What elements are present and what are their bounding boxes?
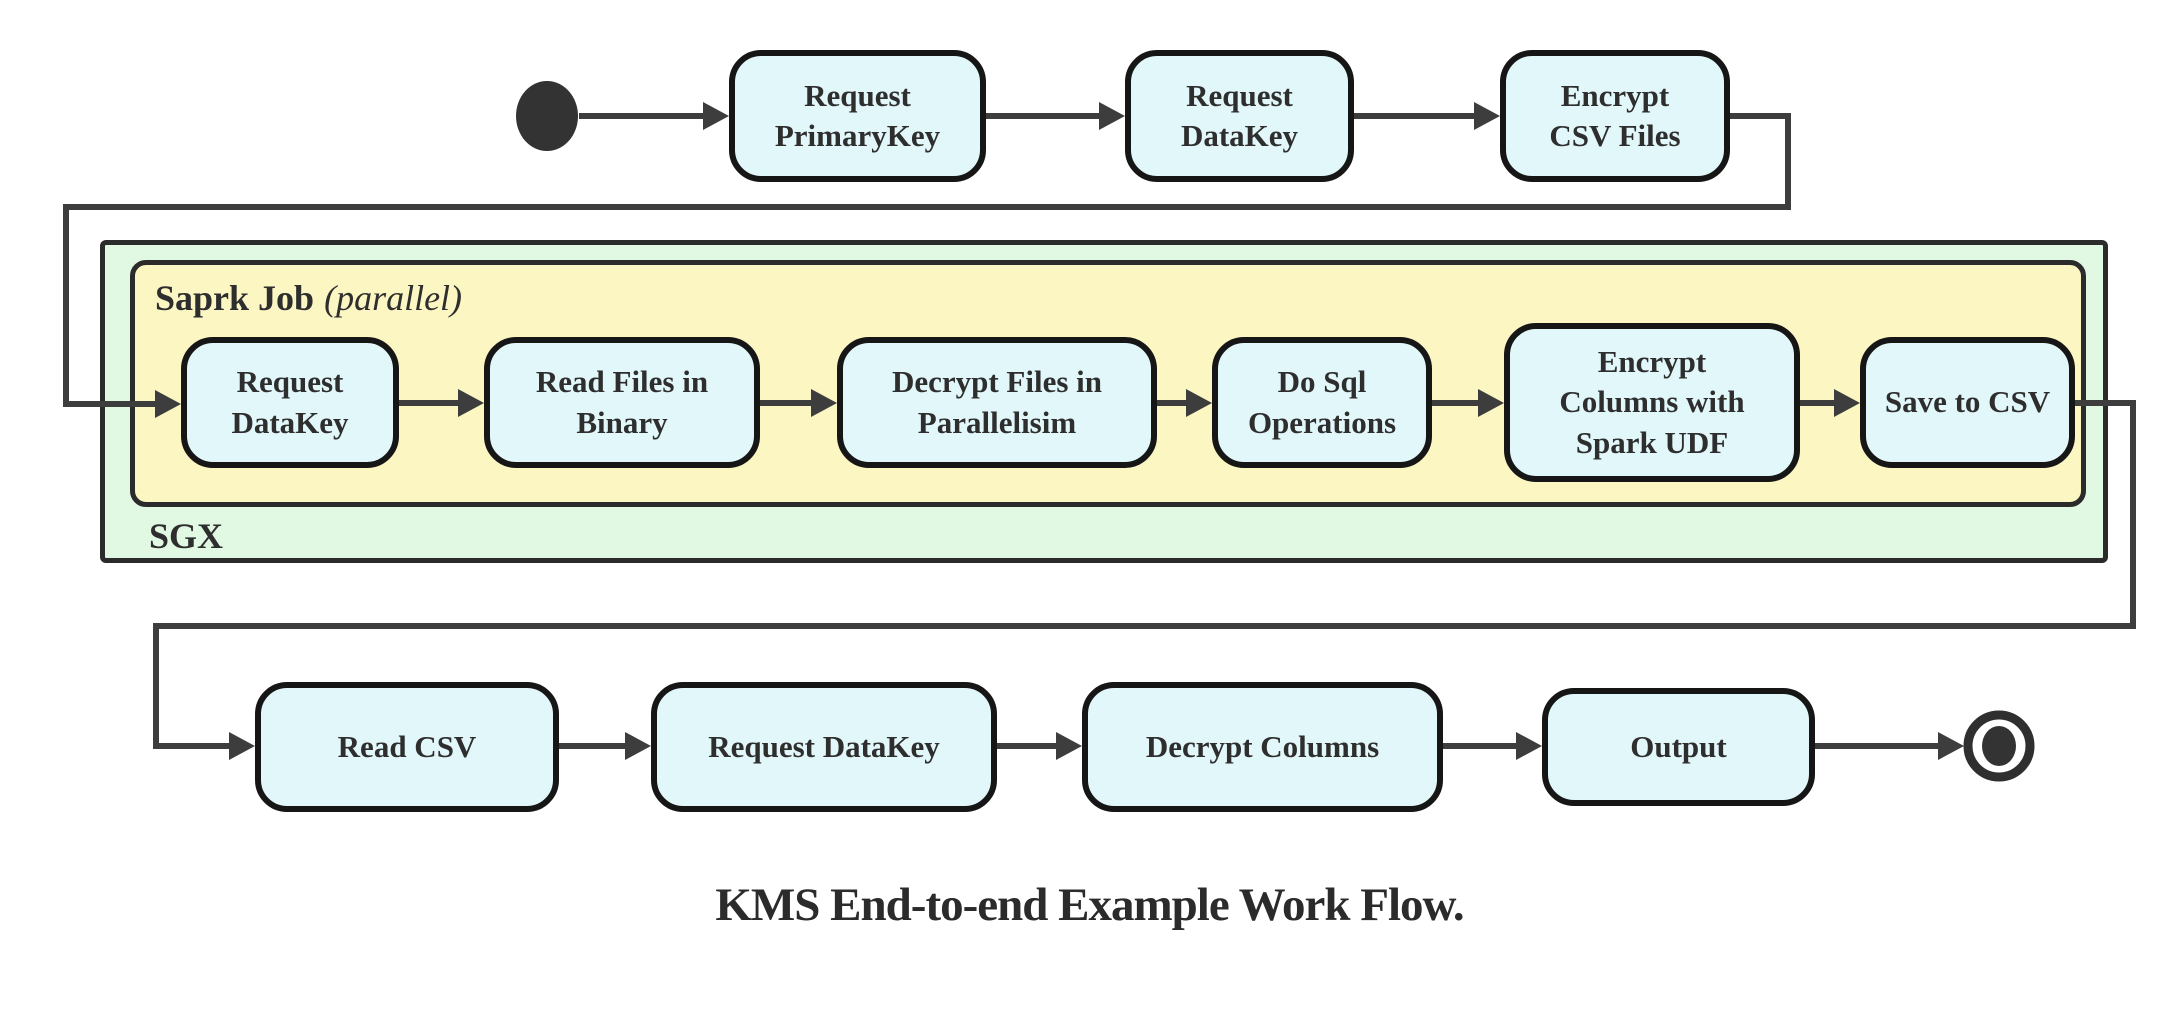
arrowhead-into-save-csv [1834, 389, 1860, 417]
final-state-dot [1982, 726, 2016, 766]
node-encrypt-columns-with-spark-udf: Encrypt Columns with Spark UDF [1504, 323, 1800, 482]
initial-state-icon [516, 81, 578, 151]
node-request-datakey-client: Request DataKey [651, 682, 997, 812]
node-do-sql-operations: Do Sql Operations [1212, 337, 1432, 468]
arrowhead-into-final-state [1938, 732, 1964, 760]
node-sgx-request-datakey: Request DataKey [181, 337, 399, 468]
arrowhead-into-do-sql [1186, 389, 1212, 417]
arrowhead-into-request-datakey-client [625, 732, 651, 760]
final-state-icon [1963, 710, 2035, 782]
diagram-title: KMS End-to-end Example Work Flow. [715, 879, 1464, 931]
spark-job-parallel-qualifier: (parallel) [324, 278, 463, 318]
arrowhead-into-read-files [458, 389, 484, 417]
node-encrypt-csv-files: Encrypt CSV Files [1500, 50, 1730, 182]
arrowhead-into-request-primarykey [703, 102, 729, 130]
spark-job-label-text: Saprk Job [155, 278, 315, 318]
sgx-label: SGX [149, 516, 224, 556]
edge-save-csv-to-read-csv [153, 400, 2136, 749]
node-request-datakey: Request DataKey [1125, 50, 1354, 182]
arrowhead-into-request-datakey [1099, 102, 1125, 130]
arrowhead-into-output [1516, 732, 1542, 760]
arrowhead-into-read-csv [229, 732, 255, 760]
node-save-to-csv: Save to CSV [1860, 337, 2075, 468]
node-read-csv: Read CSV [255, 682, 559, 812]
arrowhead-into-decrypt-columns [1056, 732, 1082, 760]
spark-job-label: Saprk Job(parallel) [155, 277, 462, 319]
arrowhead-into-encrypt-csv-files [1474, 102, 1500, 130]
arrowhead-into-decrypt-files [811, 389, 837, 417]
node-request-primarykey: Request PrimaryKey [729, 50, 986, 182]
node-output: Output [1542, 688, 1815, 806]
edge-encrypt-csv-files-to-sgx-request-datakey [63, 113, 1791, 407]
arrowhead-into-encrypt-columns [1478, 389, 1504, 417]
node-decrypt-files-in-parallelisim: Decrypt Files in Parallelisim [837, 337, 1157, 468]
arrowhead-into-sgx-request-datakey [155, 390, 181, 418]
node-decrypt-columns: Decrypt Columns [1082, 682, 1443, 812]
node-read-files-in-binary: Read Files in Binary [484, 337, 760, 468]
